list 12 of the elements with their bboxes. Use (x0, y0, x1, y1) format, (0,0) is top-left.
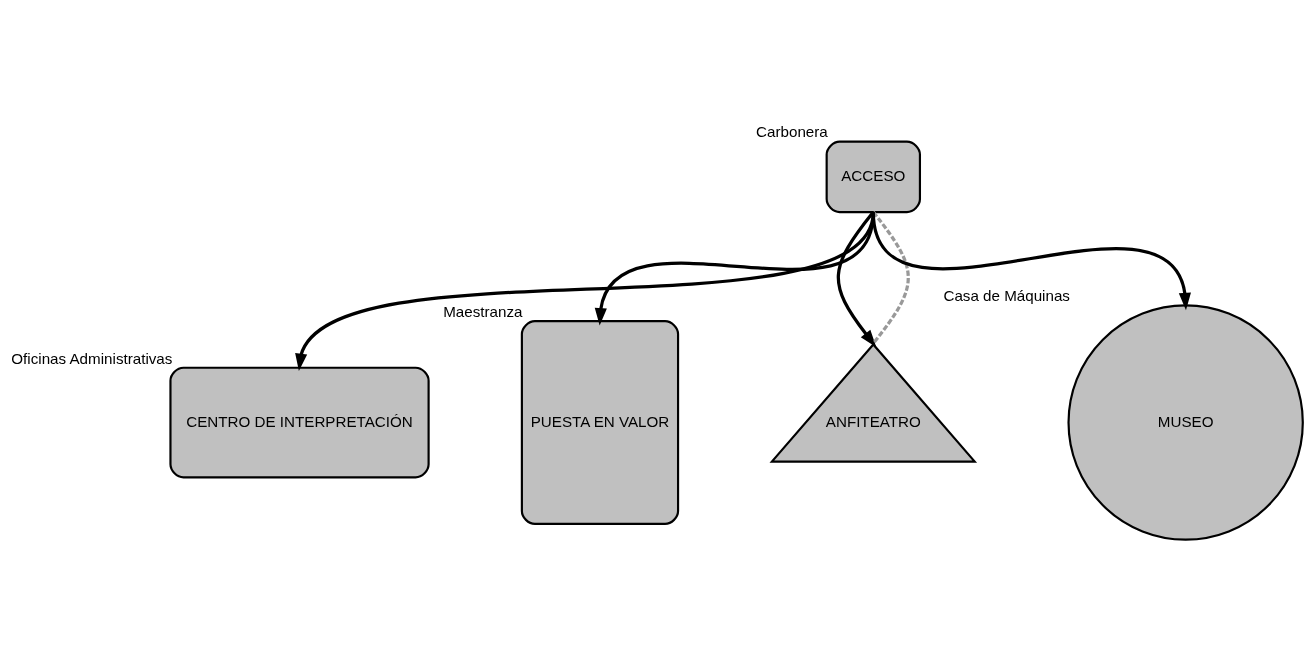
node-label: Maestranza (443, 302, 523, 320)
connector (872, 211, 910, 345)
node-box: PUESTA EN VALOR (520, 320, 680, 525)
node-box: ACCESO (825, 140, 921, 214)
node-label: Casa de Máquinas (943, 287, 1070, 305)
node-box: CENTRO DE INTERPRETACIÓN (169, 366, 430, 479)
node-circle: MUSEO (1067, 304, 1304, 541)
arrow (295, 211, 875, 371)
node-label: Oficinas Administrativas (11, 349, 173, 367)
arrow (836, 211, 877, 348)
node-label: Carbonera (756, 123, 828, 141)
arrow (871, 211, 1191, 311)
